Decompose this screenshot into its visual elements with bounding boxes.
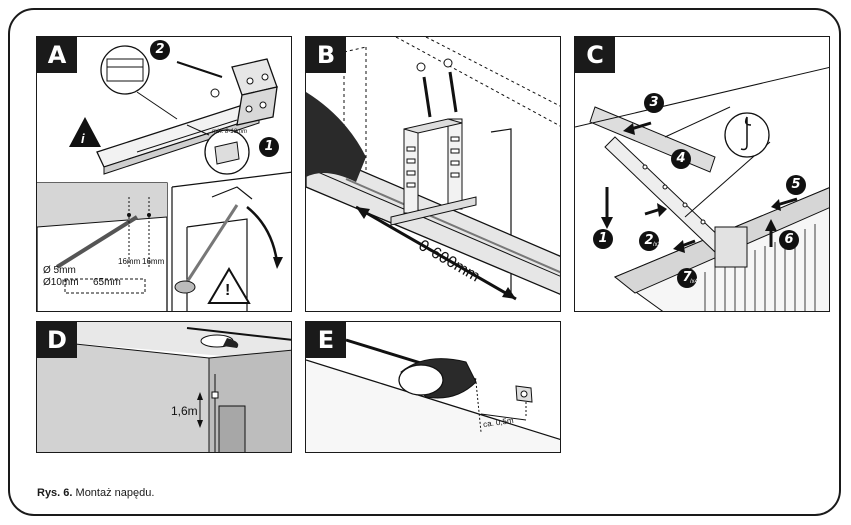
panel-a: A 2 1 bbox=[36, 36, 292, 312]
panel-a-step-2: 2 bbox=[150, 40, 170, 60]
height-label: 1,6m bbox=[171, 404, 198, 418]
dim-16-right: 16mm bbox=[142, 257, 165, 266]
panel-c-step-2: 2 bbox=[639, 231, 659, 251]
panel-c-step-2-sub: /x2 bbox=[653, 242, 662, 248]
figure-caption: Rys. 6. Montaż napędu. bbox=[37, 487, 154, 499]
drill-5-label: Ø 5mm bbox=[43, 265, 76, 276]
panel-a-step-1: 1 bbox=[259, 137, 279, 157]
panel-b-badge: B bbox=[306, 37, 346, 73]
panel-c-step-5: 5 bbox=[786, 175, 806, 195]
panel-d: D 1,6m bbox=[36, 321, 292, 453]
panel-d-badge: D bbox=[37, 322, 77, 358]
panel-e-illustration bbox=[306, 338, 560, 452]
panel-c-badge: C bbox=[575, 37, 615, 73]
figure-caption-text: Montaż napędu. bbox=[72, 487, 155, 499]
panel-c-step-4: 4 bbox=[671, 149, 691, 169]
panel-a-badge: A bbox=[37, 37, 77, 73]
panel-b: B 0-600mm bbox=[305, 36, 561, 312]
panel-c-illustration bbox=[575, 66, 829, 311]
panel-c-step-3: 3 bbox=[644, 93, 664, 113]
figure-caption-label: Rys. 6. bbox=[37, 487, 73, 499]
dim-16-left: 16mm bbox=[118, 257, 141, 266]
warning-glyph: ! bbox=[225, 282, 231, 299]
info-glyph: i bbox=[81, 131, 85, 146]
panel-c-step-1: 1 bbox=[593, 229, 613, 249]
panel-c-step-7-sub: /x4 bbox=[690, 279, 699, 285]
drill-10-label: Ø10mm bbox=[43, 277, 79, 288]
panel-e: E ca. 0,5m bbox=[305, 321, 561, 453]
panel-c-step-7: 7 bbox=[677, 268, 697, 288]
panel-b-illustration bbox=[306, 37, 560, 301]
panel-a-illustration bbox=[37, 45, 291, 311]
panel-d-illustration bbox=[37, 322, 291, 452]
panel-c-step-6: 6 bbox=[779, 230, 799, 250]
panel-e-badge: E bbox=[306, 322, 346, 358]
depth-65-label: 65mm bbox=[93, 277, 121, 288]
page-frame bbox=[8, 8, 841, 516]
panel-c: C 3 4 1 2 /x2 bbox=[574, 36, 830, 312]
min-depth-label: min. 8-10mm bbox=[212, 129, 248, 135]
